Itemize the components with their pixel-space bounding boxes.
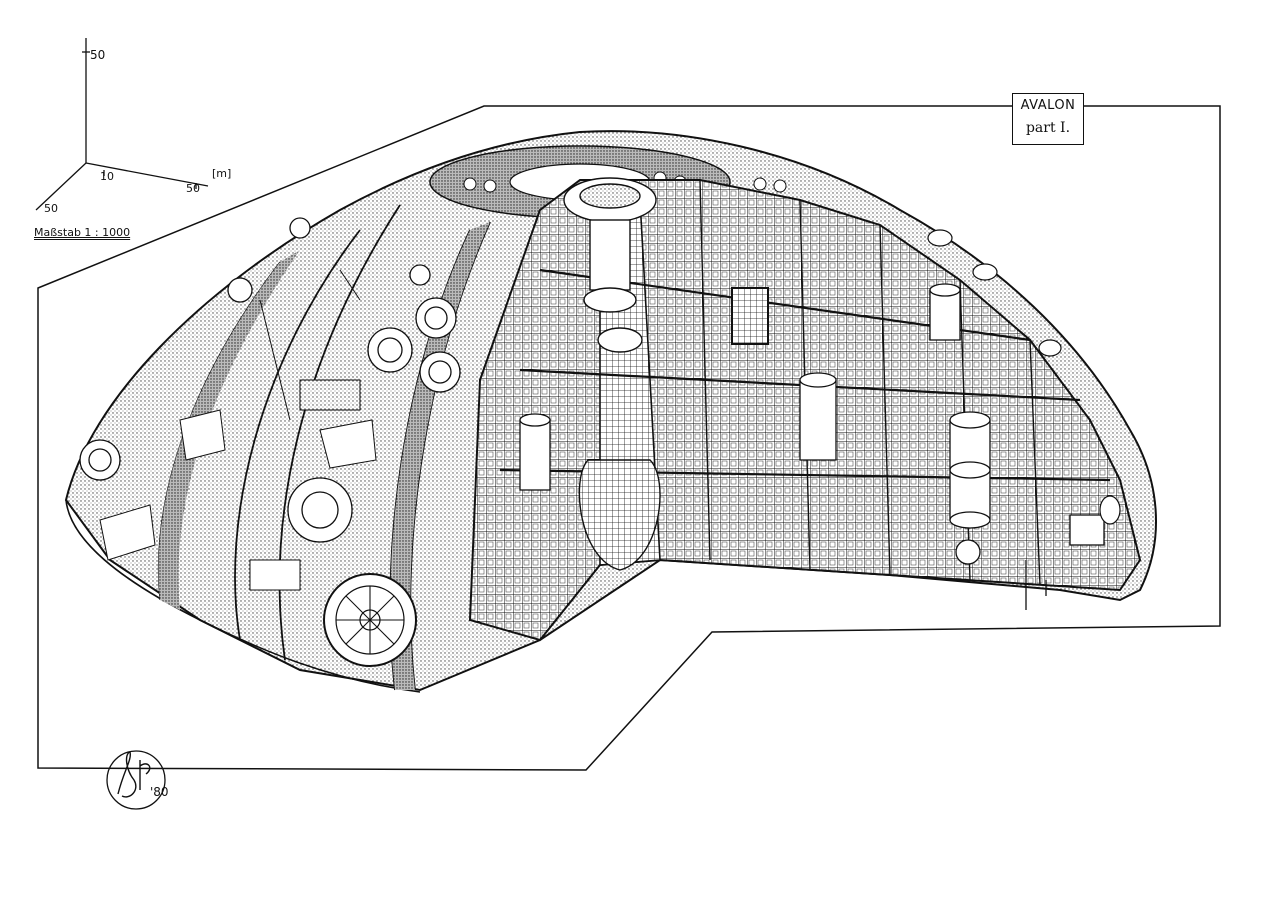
title-line-1: AVALON bbox=[1020, 98, 1076, 113]
title-line-2: part I. bbox=[1025, 120, 1071, 136]
title-plate: AVALON part I. bbox=[1012, 93, 1084, 145]
base-frame bbox=[37, 105, 1221, 771]
axis-indicator bbox=[35, 38, 209, 211]
dome-cutaway-interior bbox=[468, 177, 1142, 642]
axis-unit-label: [m] bbox=[212, 167, 231, 180]
central-shaft bbox=[563, 177, 661, 571]
axis-x-tick-50-label: 50 bbox=[186, 182, 200, 195]
surface-hatches bbox=[79, 217, 461, 543]
interior-tanks bbox=[519, 283, 1105, 565]
vent-grid bbox=[731, 287, 769, 345]
artist-signature: '80 bbox=[106, 750, 169, 810]
signature-year: '80 bbox=[150, 785, 169, 799]
axis-y-tick-label: 50 bbox=[44, 202, 58, 215]
scale-label: Maßstab 1 : 1000 bbox=[34, 226, 131, 239]
axis-z-tick-label: 50 bbox=[90, 48, 105, 62]
axis-x-tick-10-label: 10 bbox=[100, 170, 114, 183]
docking-port-wheel bbox=[323, 573, 417, 667]
